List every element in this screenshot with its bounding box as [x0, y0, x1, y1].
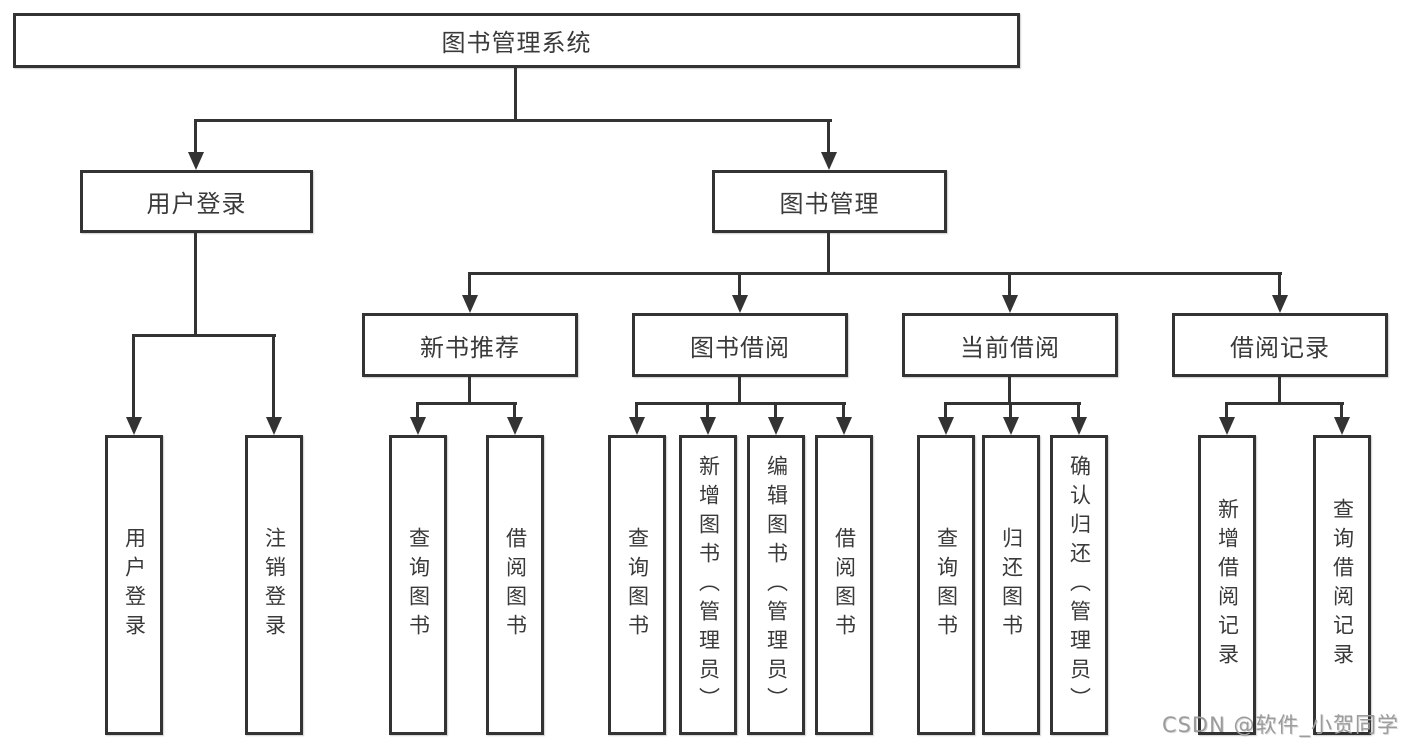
node-current-borrowing: 当前借阅 [902, 313, 1118, 377]
arrow-down-icon [462, 295, 478, 313]
connector-line [132, 334, 135, 421]
node-query-borrow-record: 查询借阅记录 [1313, 435, 1371, 735]
node-borrow-books-action: 借阅图书 [815, 435, 873, 735]
arrow-down-icon [188, 152, 204, 170]
connector-line [774, 402, 777, 421]
arrow-down-icon [266, 417, 282, 435]
connector-line [1340, 402, 1343, 421]
connector-line [194, 233, 197, 337]
node-label: 查询图书 [625, 527, 650, 643]
node-label: 图书借阅 [690, 333, 790, 362]
connector-line [272, 334, 275, 421]
connector-line [416, 402, 517, 405]
connector-line [635, 402, 638, 421]
connector-line [132, 334, 276, 337]
node-label: 当前借阅 [960, 333, 1060, 362]
connector-line [706, 402, 709, 421]
node-confirm-return-admin: 确认归还（管理员） [1050, 435, 1108, 735]
arrow-down-icon [938, 417, 954, 435]
node-borrow-books-recommend: 借阅图书 [486, 435, 544, 735]
connector-line [1077, 402, 1080, 421]
node-label: 查询借阅记录 [1330, 498, 1355, 672]
watermark: CSDN @软件_小贺同学 [1161, 713, 1399, 737]
node-return-books: 归还图书 [982, 435, 1040, 735]
node-user-login: 用户登录 [80, 170, 313, 233]
node-library-management-system: 图书管理系统 [13, 13, 1020, 68]
connector-line [842, 402, 845, 421]
connector-line [1009, 402, 1012, 421]
connector-line [513, 402, 516, 421]
node-add-borrow-record: 新增借阅记录 [1198, 435, 1256, 735]
connector-line [944, 402, 947, 421]
arrow-down-icon [836, 417, 852, 435]
connector-line [1008, 272, 1011, 299]
arrow-down-icon [700, 417, 716, 435]
connector-line [1278, 377, 1281, 405]
node-query-books-borrow: 查询图书 [608, 435, 666, 735]
arrow-down-icon [1219, 417, 1235, 435]
node-new-book-recommendation: 新书推荐 [362, 313, 578, 377]
connector-line [738, 377, 741, 405]
node-label: 查询图书 [934, 527, 959, 643]
node-label: 新书推荐 [420, 333, 520, 362]
arrow-down-icon [1334, 417, 1350, 435]
connector-line [635, 402, 846, 405]
connector-line [514, 68, 517, 122]
node-label: 用户登录 [146, 190, 247, 218]
connector-line [944, 402, 1081, 405]
connector-line [416, 402, 419, 421]
connector-line [738, 272, 741, 299]
connector-line [1008, 377, 1011, 405]
arrow-down-icon [1003, 417, 1019, 435]
node-label: 图书管理系统 [441, 29, 592, 57]
node-logout-action: 注销登录 [245, 435, 303, 735]
node-add-books-admin: 新增图书（管理员） [679, 435, 737, 735]
node-label: 归还图书 [999, 527, 1024, 643]
node-label: 用户登录 [122, 527, 147, 643]
connector-line [1225, 402, 1344, 405]
node-borrowing-records: 借阅记录 [1172, 313, 1388, 377]
node-label: 注销登录 [262, 527, 287, 643]
connector-line [194, 119, 197, 156]
node-label: 借阅图书 [832, 527, 857, 643]
node-query-books-current: 查询图书 [917, 435, 975, 735]
connector-line [468, 272, 1282, 275]
connector-line [194, 119, 832, 122]
connector-line [468, 272, 471, 299]
connector-line [827, 233, 830, 275]
node-label: 新增图书（管理员） [696, 454, 721, 716]
node-book-borrowing: 图书借阅 [632, 313, 848, 377]
arrow-down-icon [410, 417, 426, 435]
node-user-login-action: 用户登录 [105, 435, 163, 735]
arrow-down-icon [732, 295, 748, 313]
arrow-down-icon [507, 417, 523, 435]
connector-line [1278, 272, 1281, 299]
arrow-down-icon [768, 417, 784, 435]
arrow-down-icon [1002, 295, 1018, 313]
arrow-down-icon [629, 417, 645, 435]
connector-line [468, 377, 471, 405]
node-book-management: 图书管理 [712, 170, 947, 233]
node-label: 图书管理 [779, 190, 880, 218]
arrow-down-icon [126, 417, 142, 435]
node-label: 编辑图书（管理员） [764, 454, 789, 716]
arrow-down-icon [1071, 417, 1087, 435]
node-label: 借阅图书 [503, 527, 528, 643]
connector-line [1225, 402, 1228, 421]
node-edit-books-admin: 编辑图书（管理员） [747, 435, 805, 735]
arrow-down-icon [821, 152, 837, 170]
node-query-books-recommend: 查询图书 [389, 435, 447, 735]
node-label: 查询图书 [406, 527, 431, 643]
node-label: 确认归还（管理员） [1067, 454, 1092, 716]
node-label: 借阅记录 [1230, 333, 1330, 362]
arrow-down-icon [1272, 295, 1288, 313]
connector-line [827, 119, 830, 156]
node-label: 新增借阅记录 [1215, 498, 1240, 672]
